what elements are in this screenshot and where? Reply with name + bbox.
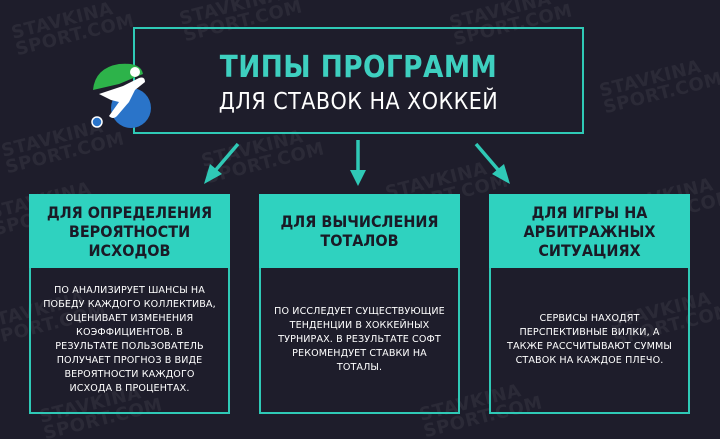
page-subtitle: ДЛЯ СТАВОК НА ХОККЕЙ [218, 89, 499, 115]
column-arbitrage: ДЛЯ ИГРЫ НА АРБИТРАЖНЫХ СИТУАЦИЯХ СЕРВИС… [489, 194, 690, 414]
column-totals: ДЛЯ ВЫЧИСЛЕНИЯ ТОТАЛОВ ПО ИССЛЕДУЕТ СУЩЕ… [259, 194, 460, 414]
column-probability: ДЛЯ ОПРЕДЕЛЕНИЯ ВЕРОЯТНОСТИ ИСХОДОВ ПО А… [29, 194, 230, 414]
soccer-player-logo-icon [91, 63, 151, 128]
column-body-text: СЕРВИСЫ НАХОДЯТ ПЕРСПЕКТИВНЫЕ ВИЛКИ, А Т… [507, 313, 672, 366]
page-title: ТИПЫ ПРОГРАММ [219, 50, 498, 85]
column-heading: ДЛЯ ИГРЫ НА АРБИТРАЖНЫХ СИТУАЦИЯХ [489, 194, 690, 268]
arrow-down-icon [350, 140, 366, 186]
column-body: СЕРВИСЫ НАХОДЯТ ПЕРСПЕКТИВНЫЕ ВИЛКИ, А Т… [489, 268, 690, 414]
column-heading-text: ДЛЯ ИГРЫ НА АРБИТРАЖНЫХ СИТУАЦИЯХ [523, 202, 656, 260]
column-body-text: ПО АНАЛИЗИРУЕТ ШАНСЫ НА ПОБЕДУ КАЖДОГО К… [43, 285, 216, 394]
arrow-down-right-icon [474, 142, 510, 184]
column-heading-text: ДЛЯ ОПРЕДЕЛЕНИЯ ВЕРОЯТНОСТИ ИСХОДОВ [46, 202, 213, 260]
column-heading-text: ДЛЯ ВЫЧИСЛЕНИЯ ТОТАЛОВ [280, 212, 439, 250]
column-body: ПО АНАЛИЗИРУЕТ ШАНСЫ НА ПОБЕДУ КАЖДОГО К… [29, 268, 230, 414]
column-body-text: ПО ИССЛЕДУЕТ СУЩЕСТВУЮЩИЕ ТЕНДЕНЦИИ В ХО… [274, 306, 445, 373]
column-heading: ДЛЯ ОПРЕДЕЛЕНИЯ ВЕРОЯТНОСТИ ИСХОДОВ [29, 194, 230, 268]
column-heading: ДЛЯ ВЫЧИСЛЕНИЯ ТОТАЛОВ [259, 194, 460, 268]
title-box: ТИПЫ ПРОГРАММ ДЛЯ СТАВОК НА ХОККЕЙ [133, 27, 584, 134]
column-body: ПО ИССЛЕДУЕТ СУЩЕСТВУЮЩИЕ ТЕНДЕНЦИИ В ХО… [259, 268, 460, 414]
arrow-down-left-icon [204, 142, 240, 184]
